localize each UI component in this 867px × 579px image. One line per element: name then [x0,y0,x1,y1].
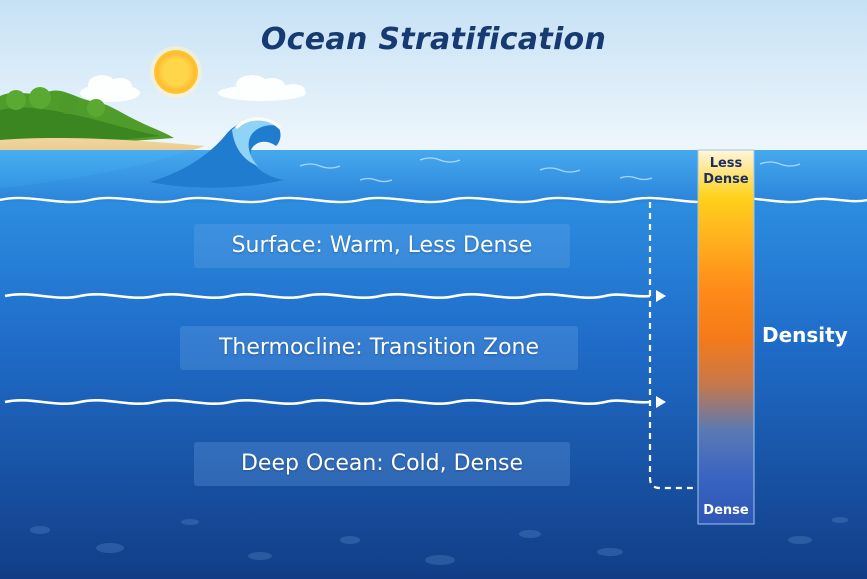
wave-icon [150,117,284,188]
deep-ocean-layer-label: Deep Ocean: Cold, Dense [194,442,570,486]
arrow-right-icon [656,290,666,302]
seafloor-texture [30,517,848,565]
density-connector-dashed [648,202,696,490]
thermocline-layer-label: Thermocline: Transition Zone [180,326,578,370]
dense-label: Dense [703,503,749,518]
cloud-icon [218,75,306,101]
thermocline-top-line [4,292,651,300]
density-gradient-bar [697,149,755,525]
density-bar-fill [697,149,755,525]
thermocline-bottom-line [4,398,651,406]
surface-ripples [299,157,801,183]
sun-icon [150,46,202,98]
less-dense-label: Less Dense [703,156,749,187]
arrow-right-icon [656,396,666,408]
cloud-icon [80,75,140,102]
page-title: Ocean Stratification [260,22,607,57]
surface-layer-label: Surface: Warm, Less Dense [194,224,570,268]
density-axis-label: Density [762,323,848,347]
